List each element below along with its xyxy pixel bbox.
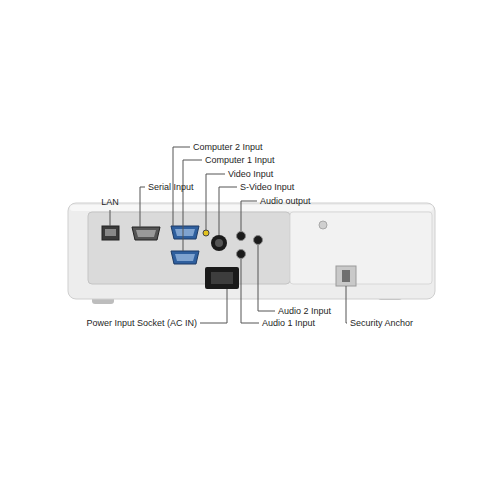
side-cover [290, 212, 432, 284]
vga-port [171, 251, 199, 264]
vga-pins [175, 229, 195, 236]
video-jack [203, 230, 209, 236]
s-video-jack [211, 235, 227, 251]
part-label: Serial Input [148, 182, 194, 193]
leader-line [219, 187, 237, 235]
part-label: Computer 2 Input [193, 142, 263, 153]
audio-jack [254, 236, 263, 245]
vga-port [171, 226, 199, 239]
serial-port [132, 227, 160, 240]
screw [319, 221, 327, 229]
audio-jack [237, 250, 246, 259]
leader-line [140, 187, 145, 227]
lan-jack [105, 229, 116, 236]
leader-line [206, 174, 225, 230]
part-label: Audio output [260, 196, 311, 207]
leader-line [258, 245, 275, 311]
part-label: Computer 1 Input [205, 155, 275, 166]
s-video-core [215, 239, 223, 247]
power-socket-inner [211, 272, 233, 284]
part-label: Power Input Socket (AC IN) [86, 318, 197, 329]
body-bevel [70, 205, 433, 211]
part-label: S-Video Input [240, 182, 294, 193]
leader-line [183, 160, 202, 251]
audio-jack [237, 232, 246, 241]
security-hole [342, 270, 350, 282]
part-label: Video Input [228, 169, 273, 180]
leader-line [200, 289, 227, 323]
part-label: Security Anchor [350, 318, 413, 329]
power-socket [205, 267, 239, 289]
part-label: Audio 1 Input [262, 318, 315, 329]
leader-line [110, 210, 111, 226]
serial-pins [136, 230, 156, 237]
leader-line [241, 259, 259, 323]
leader-line [346, 286, 347, 323]
lan-port [102, 226, 119, 240]
projector-body [68, 203, 435, 299]
part-label: LAN [101, 197, 119, 208]
vga-pins [175, 254, 195, 261]
security-slot [336, 266, 356, 286]
leader-line [241, 201, 257, 231]
connector-panel [88, 212, 290, 284]
part-label: Audio 2 Input [278, 306, 331, 317]
leader-lines [110, 147, 347, 323]
